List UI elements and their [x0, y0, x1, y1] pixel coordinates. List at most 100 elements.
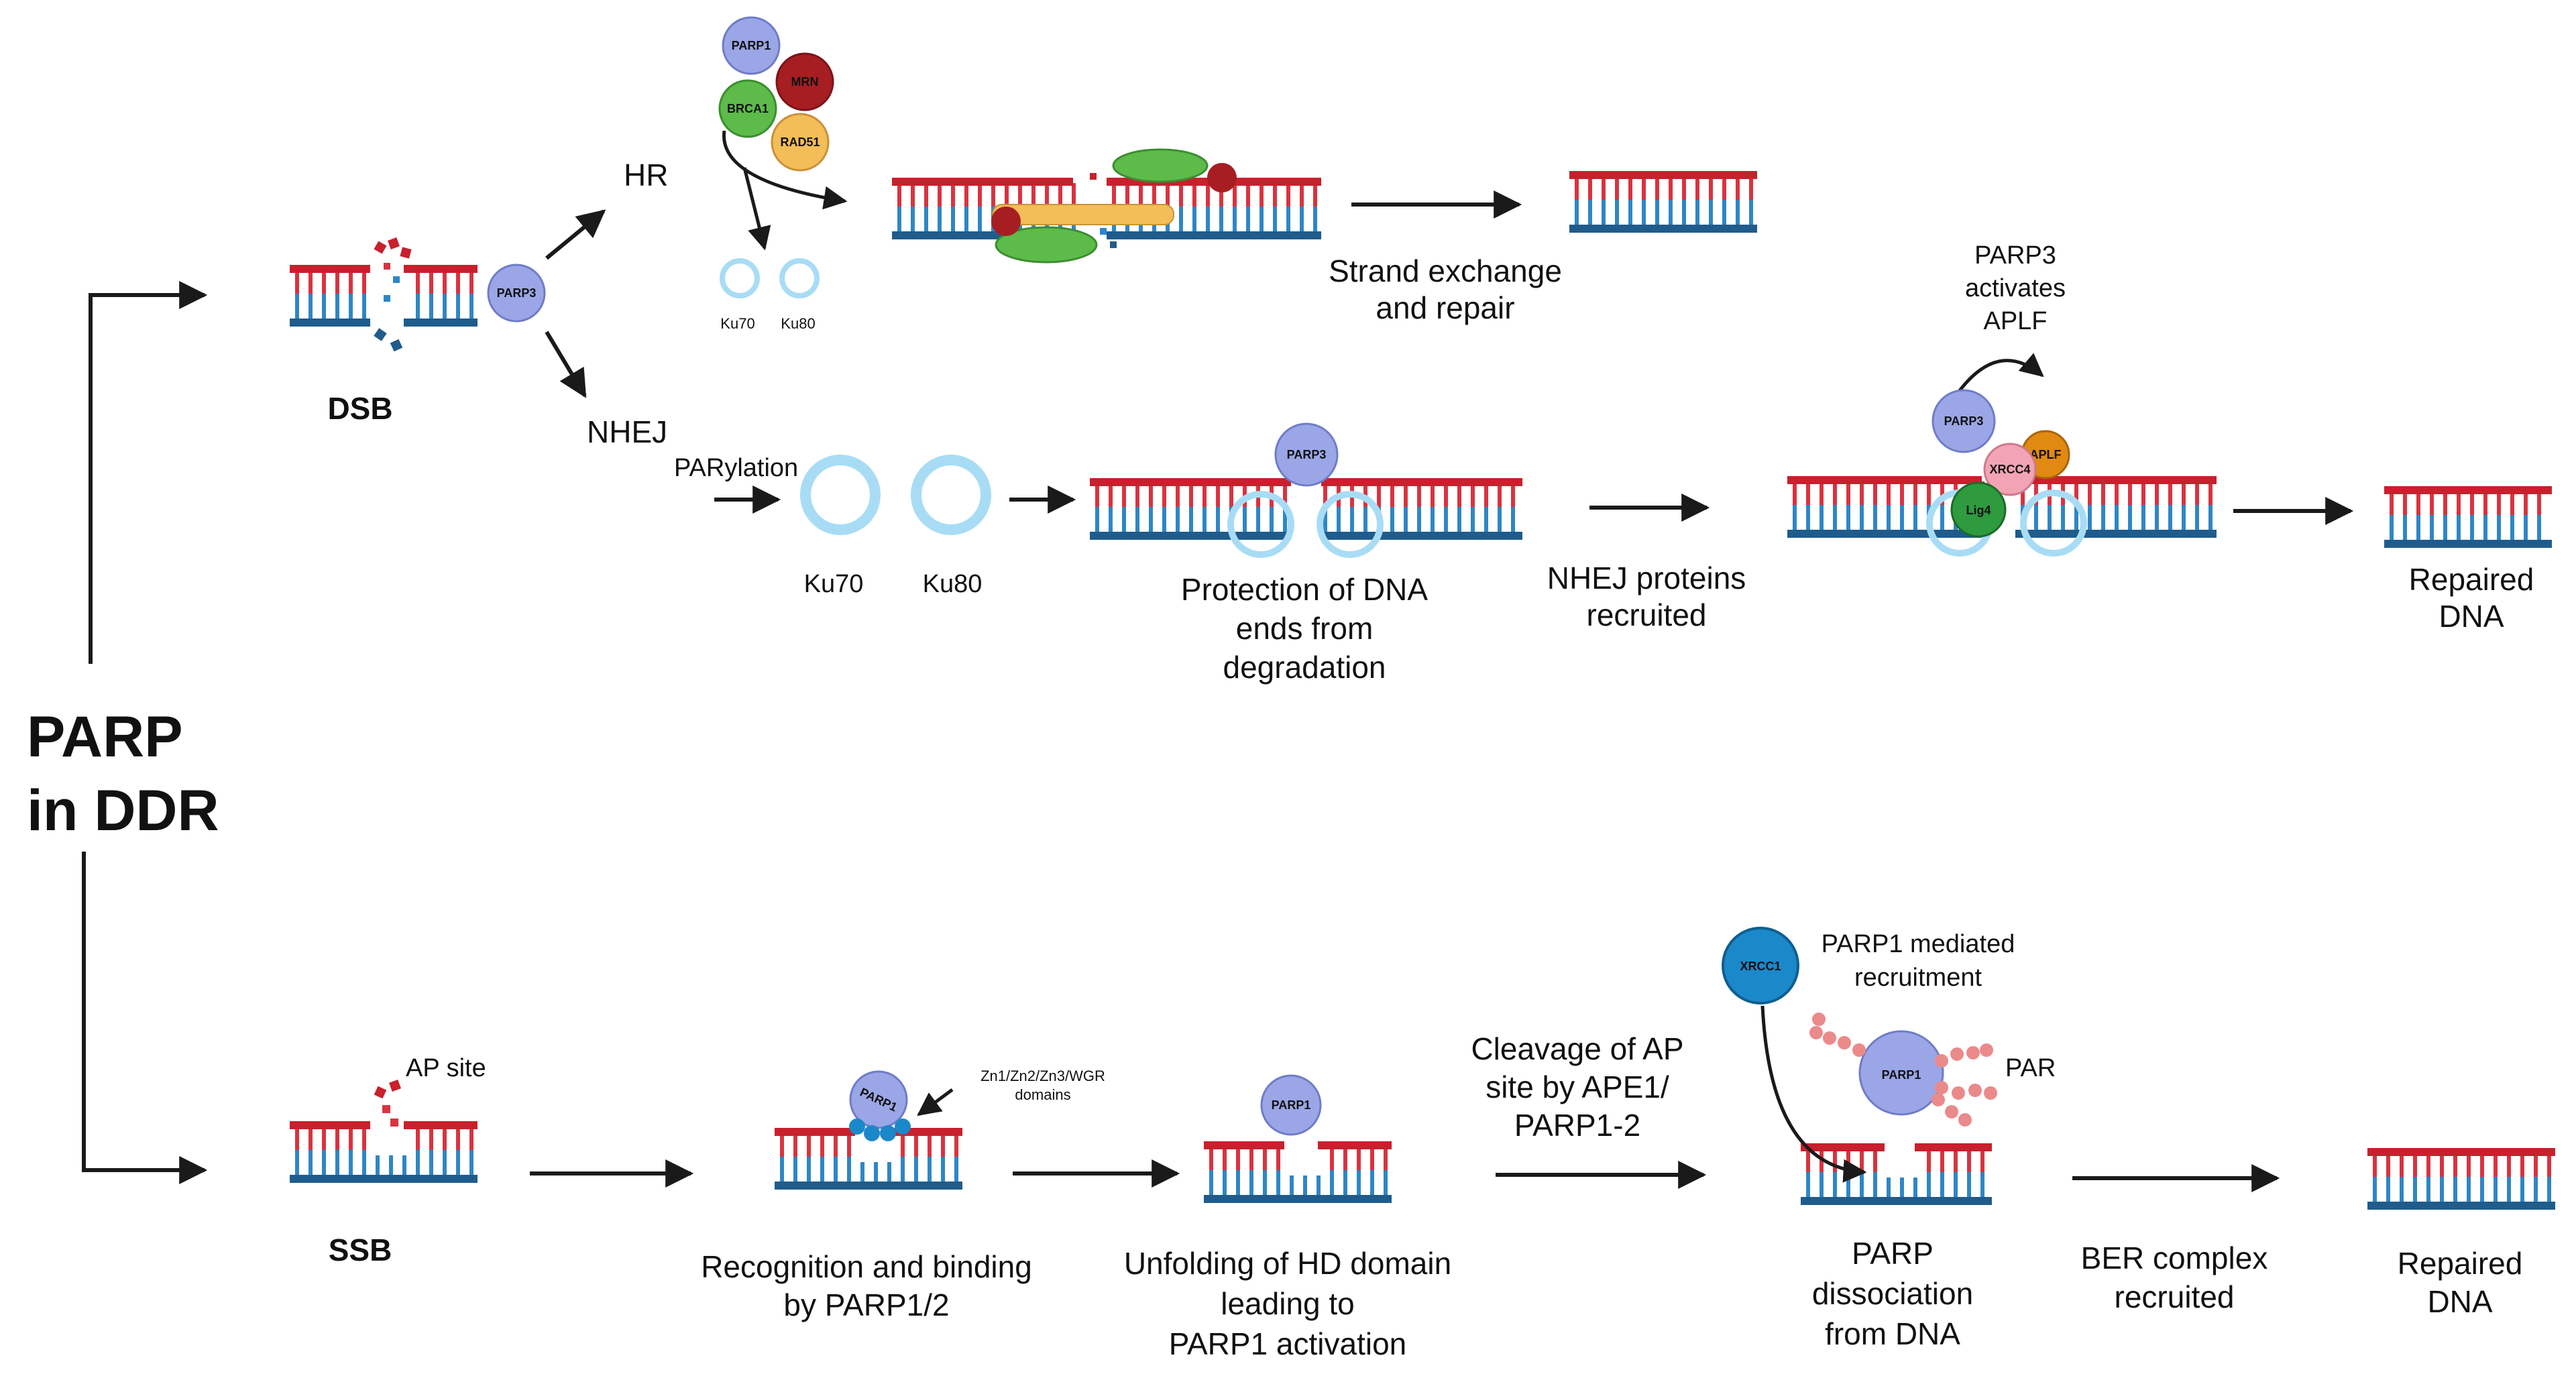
dsb-break-fragments: [374, 237, 412, 352]
xrcc4-label: XRCC4: [1989, 463, 2030, 476]
xrcc1-label: XRCC1: [1740, 960, 1781, 973]
mrn-protein: [775, 52, 834, 111]
ku70-small-label: Ku70: [720, 315, 754, 332]
arrow-hr-to-dna: [722, 130, 848, 210]
par-unit: [1984, 1086, 1997, 1100]
title-line-1: PARP: [27, 705, 183, 769]
par-chains: [1809, 1013, 1997, 1127]
par-unit: [1812, 1013, 1826, 1026]
ku80-ring-protection: [1317, 491, 1384, 558]
xrcc4-protein: [1983, 443, 2037, 496]
nhej-recruited-text-2: recruited: [1587, 597, 1707, 632]
brca1-protein: [718, 79, 777, 138]
parp3-label: PARP3: [497, 286, 537, 300]
strand-exchange-text-1: Strand exchange: [1329, 253, 1562, 288]
domains-text-2: domains: [1015, 1086, 1070, 1103]
dsb-repaired-text-2: DNA: [2439, 599, 2504, 634]
parp3-label-protection: PARP3: [1287, 448, 1327, 461]
ap-site-fragments: [374, 1080, 401, 1127]
dna-ssb-dissociation: [1801, 1143, 1992, 1205]
lig4-label: Lig4: [1966, 504, 1991, 517]
hr-protein-cluster: PARP1 MRN BRCA1 RAD51: [718, 16, 834, 172]
par-unit: [1966, 1046, 1980, 1059]
parp1-protein-unfolding: [1260, 1074, 1322, 1136]
ku70-ring-protection: [1227, 491, 1294, 558]
parp3-protein-nhej: [1931, 389, 1996, 453]
ber-text-2: recruited: [2115, 1279, 2235, 1314]
cleavage-text-3: PARP1-2: [1514, 1108, 1640, 1143]
dna-hr-repaired: [1569, 171, 1757, 233]
arrow-ku-release: [742, 167, 771, 251]
branch-arrow-ssb: [82, 852, 208, 1184]
domains-text-1: Zn1/Zn2/Zn3/WGR: [981, 1068, 1105, 1084]
rad51-protein: [771, 113, 830, 172]
cleavage-text-1: Cleavage of AP: [1471, 1031, 1683, 1066]
ber-text-1: BER complex: [2081, 1241, 2268, 1275]
arrow-parp3-activates: [1957, 353, 2044, 394]
hr-label: HR: [624, 158, 668, 192]
ku70-ring: [800, 455, 881, 535]
arrow-to-hr: [545, 209, 606, 260]
dissociation-text-3: from DNA: [1825, 1316, 1960, 1351]
unfolding-text-1: Unfolding of HD domain: [1124, 1246, 1451, 1281]
dna-dsb-initial: [290, 265, 478, 327]
cleavage-text-2: site by APE1/: [1486, 1070, 1669, 1104]
hr-complex-on-dna: [991, 148, 1237, 264]
ku80-label: Ku80: [923, 570, 983, 598]
dna-ssb-repaired: [2367, 1148, 2555, 1210]
protection-text-1: Protection of DNA: [1181, 572, 1428, 607]
parp1-protein-recognition: [849, 1070, 908, 1129]
par-unit: [1852, 1043, 1866, 1057]
parp3-activates-text-1: PARP3: [1974, 241, 2056, 270]
xrcc1-protein: [1722, 927, 1799, 1004]
par-unit: [1931, 1093, 1945, 1106]
parp3-protein: [487, 264, 546, 323]
par-unit: [1952, 1086, 1965, 1100]
arrow-to-nhej: [545, 331, 587, 398]
arrow-xrcc1-recruit: [1760, 1005, 1867, 1183]
parp1-protein-hr: [722, 16, 781, 75]
ssb-repaired-text-2: DNA: [2427, 1284, 2492, 1319]
parp1-label-unfolding: PARP1: [1272, 1098, 1311, 1112]
parp1-label-hr: PARP1: [732, 39, 771, 52]
ku70-small-ring: [720, 258, 760, 298]
nhej-label: NHEJ: [587, 414, 667, 449]
dna-ssb-recognition: [775, 1128, 962, 1190]
dna-layer: [290, 171, 2555, 1210]
rad51-label: RAD51: [780, 135, 820, 149]
protection-text-2: ends from: [1236, 611, 1374, 646]
par-unit: [1945, 1105, 1958, 1118]
parp1-protein-dissociation: [1858, 1030, 1944, 1116]
arrow-domains: [917, 1088, 954, 1116]
dna-ssb-unfolding: [1204, 1141, 1392, 1203]
zinc-finger-domains: [849, 1118, 911, 1141]
title-line-2: in DDR: [27, 779, 219, 843]
par-label: PAR: [2005, 1054, 2056, 1082]
recognition-text-2: by PARP1/2: [783, 1287, 949, 1322]
dna-nhej-protection: [1090, 478, 1522, 540]
recruitment-text-1: PARP1 mediated: [1822, 930, 2015, 958]
unfolding-text-2: leading to: [1221, 1286, 1355, 1321]
par-unit: [1935, 1081, 1948, 1094]
ssb-label: SSB: [329, 1232, 392, 1267]
parp3-protein-protection: [1274, 422, 1339, 487]
par-unit: [1980, 1043, 1993, 1057]
parp1-label-dissociation: PARP1: [1882, 1068, 1921, 1082]
par-unit: [1950, 1047, 1964, 1061]
par-unit: [1809, 1026, 1823, 1039]
parp3-label-nhej: PARP3: [1944, 414, 1984, 428]
dsb-repaired-text-1: Repaired: [2409, 562, 2534, 597]
dna-ssb-initial: [290, 1121, 478, 1183]
recognition-text-1: Recognition and binding: [701, 1249, 1032, 1284]
ap-site-label: AP site: [406, 1054, 486, 1082]
parp3-activates-text-2: activates: [1965, 274, 2066, 302]
dissociation-text-2: dissociation: [1812, 1276, 1973, 1311]
dna-nhej-repaired: [2384, 486, 2552, 548]
mrn-label: MRN: [791, 75, 819, 89]
par-unit: [1935, 1054, 1948, 1068]
recruitment-text-2: recruitment: [1854, 964, 1982, 992]
strand-exchange-text-2: and repair: [1376, 290, 1514, 325]
ku80-ring: [911, 455, 991, 535]
dissociation-text-1: PARP: [1852, 1236, 1934, 1271]
